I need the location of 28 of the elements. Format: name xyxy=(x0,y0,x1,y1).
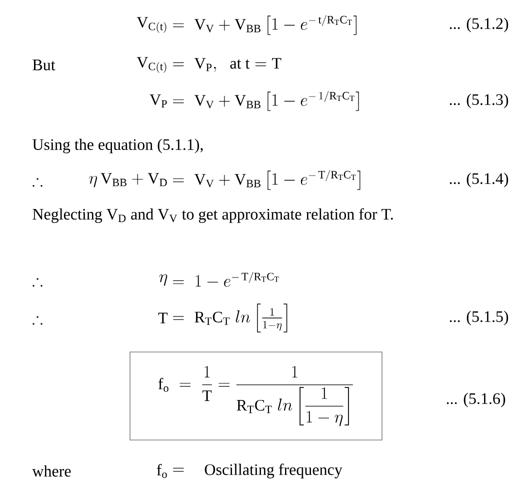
formula: $\mathrm{V_{C(t)}}$ xyxy=(136,57,166,73)
body-text: But xyxy=(32,60,56,70)
equation-number: ... (5.1.2) xyxy=(450,18,508,32)
formula: $\mathrm{V_{C(t)}}$ xyxy=(136,17,166,33)
equation-number: ... (5.1.4) xyxy=(450,172,508,188)
therefore-symbol: $\therefore$ xyxy=(32,316,42,325)
body-text: where xyxy=(32,465,71,477)
formula: $\eta\, \mathrm{V_{BB} + V_D}$ xyxy=(89,173,167,188)
body-text: Neglecting V$_{D}$ and V$_{V}$ to get approximate relation for T. xyxy=(32,208,393,223)
formula: $=\; \mathrm{V_V + V_{BB}}\left[1-e^{-\,\mathrm{t}/\mathrm{R_T C_T}}\right]$ xyxy=(173,15,356,35)
formula: $=\; 1-e^{-\,\mathrm{T}/\mathrm{R_T C_T}}$ xyxy=(173,272,279,287)
formula: $=\; \mathrm{V_V + V_{BB}}\left[1-e^{-\,\mathrm{T}/\mathrm{R_T C_T}}\right]$ xyxy=(173,170,360,190)
formula: $=\; \mathrm{V_V + V_{BB}}\left[1-e^{-\,1/\mathrm{R_T C_T}}\right]$ xyxy=(173,91,359,111)
body-text: Oscillating frequency xyxy=(204,464,342,478)
formula: $\mathrm{f_o}$ xyxy=(156,464,167,478)
formula: $=\; \mathrm{R_T C_T}\; ln\left[\frac{1}{1-\eta}\right]$ xyxy=(173,304,288,332)
therefore-symbol: $\therefore$ xyxy=(32,278,42,287)
formula: $=\; \mathrm{V_P},\;\; \mathrm{at\ t = T}$ xyxy=(173,58,282,72)
formula: $=$ xyxy=(173,468,184,472)
formula: $\mathrm{V_P}$ xyxy=(150,94,167,108)
equation-number: ... (5.1.3) xyxy=(450,94,508,108)
formula: $\eta$ xyxy=(159,274,168,286)
formula: $\mathrm{T}$ xyxy=(158,312,168,324)
equation-number: ... (5.1.6) xyxy=(446,392,506,408)
body-text: Using the equation (5.1.1), xyxy=(32,138,203,154)
equation-number: ... (5.1.5) xyxy=(450,310,508,326)
formula-box: $\mathrm{f_o} \;=\; \frac{1}{\mathrm{T}} = \frac{1}{\mathrm{R_T C_T}\; ln\left[\dfrac{1}{1-\eta}\right]}$ xyxy=(130,352,382,440)
therefore-symbol: $\therefore$ xyxy=(32,178,42,187)
